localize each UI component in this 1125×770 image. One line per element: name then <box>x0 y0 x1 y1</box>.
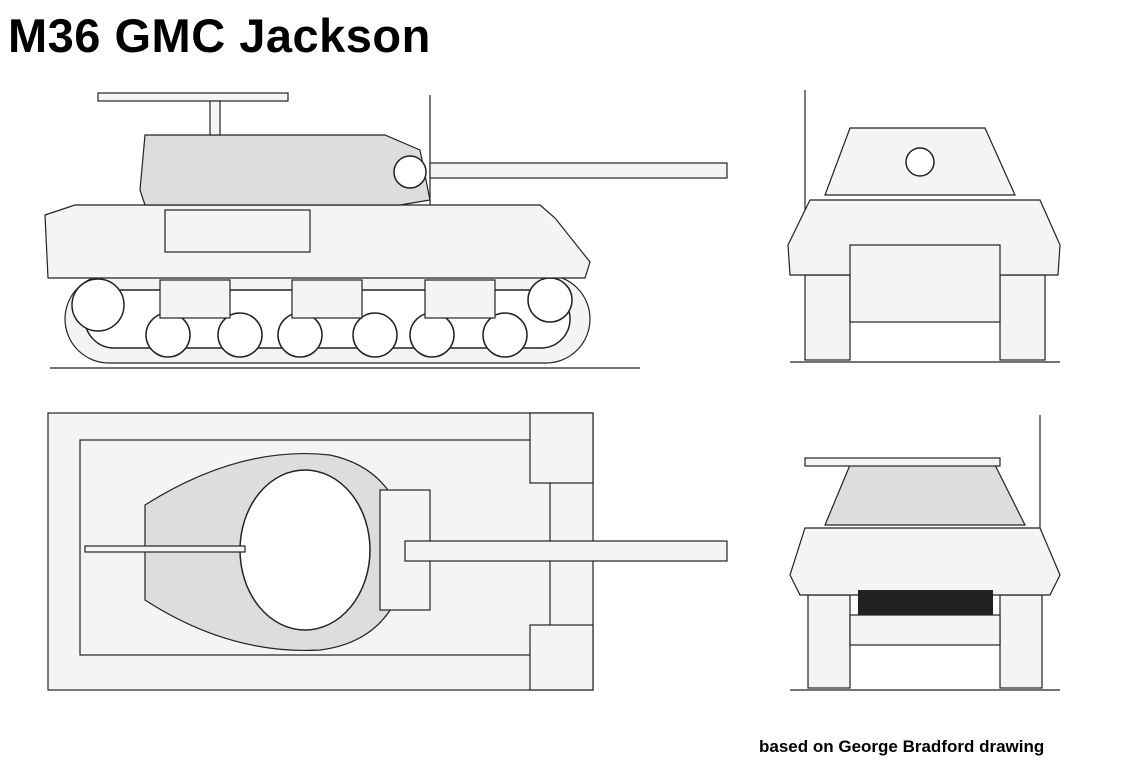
stowage-rack <box>164 209 311 253</box>
right-track <box>999 594 1043 689</box>
top-view <box>47 412 728 691</box>
drive-sprocket <box>527 277 573 323</box>
fender <box>529 412 594 484</box>
machine-gun <box>804 457 1001 467</box>
side-view <box>44 92 728 369</box>
idler-wheel <box>71 278 125 332</box>
credit-text: based on George Bradford drawing <box>759 737 1045 756</box>
hull-rear <box>789 527 1061 596</box>
mantlet <box>393 155 427 189</box>
bogie <box>424 279 496 319</box>
rear-grille <box>858 590 993 615</box>
gun-muzzle <box>905 147 935 177</box>
drawing-title: M36 GMC Jackson <box>8 9 431 62</box>
fender <box>529 624 594 691</box>
gun-barrel <box>429 162 728 179</box>
left-track <box>804 274 851 361</box>
road-wheels <box>145 312 528 358</box>
rear-view <box>789 415 1061 691</box>
transmission-cover <box>849 244 1001 323</box>
bogie <box>159 279 231 319</box>
turret <box>139 134 431 206</box>
left-track <box>807 594 851 689</box>
right-track <box>999 274 1046 361</box>
hull <box>44 204 591 279</box>
front-view <box>787 90 1061 363</box>
turret-interior <box>239 469 371 631</box>
machine-gun <box>97 92 289 102</box>
mg-mount <box>209 100 221 136</box>
machine-gun <box>84 545 246 553</box>
rear-plate <box>849 614 1001 646</box>
gun-barrel <box>404 540 728 562</box>
bogie <box>291 279 363 319</box>
turret-rear <box>824 464 1026 526</box>
